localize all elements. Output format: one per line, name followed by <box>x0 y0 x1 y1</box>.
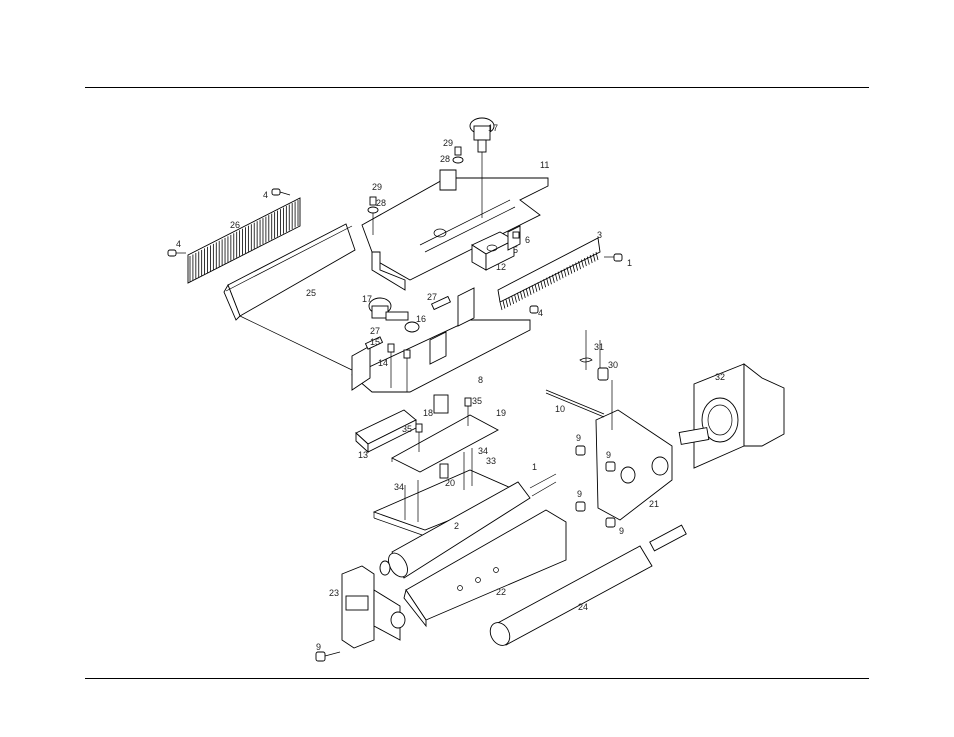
callout-labels: 17 29 28 11 29 28 4 26 4 3 6 5 12 1 25 2… <box>176 123 725 652</box>
part-14-15-fasteners <box>387 343 411 392</box>
part-31-spring <box>579 330 601 380</box>
part-4-screw-right <box>529 305 539 314</box>
part-28-29-fasteners-top <box>367 146 464 235</box>
callout-15: 15 <box>370 337 380 347</box>
part-19-plate <box>391 414 499 473</box>
callout-25: 25 <box>306 288 316 298</box>
part-6-screw <box>512 231 520 239</box>
part-35-screws <box>415 397 472 452</box>
part-26-comb-plate <box>187 197 301 284</box>
callout-4b: 4 <box>176 239 181 249</box>
callout-29: 29 <box>443 138 453 148</box>
callout-17: 17 <box>488 123 498 133</box>
part-13-block <box>355 409 417 454</box>
part-18-block <box>433 394 449 414</box>
callout-35: 35 <box>472 396 482 406</box>
callout-27: 27 <box>427 292 437 302</box>
callout-33: 33 <box>486 456 496 466</box>
callout-8: 8 <box>478 375 483 385</box>
part-12-block <box>471 231 515 271</box>
part-34-standoffs <box>404 448 473 522</box>
part-22-guide <box>403 509 567 628</box>
callout-17b: 17 <box>362 294 372 304</box>
callout-34b: 34 <box>394 482 404 492</box>
part-3-comb-plate-right <box>497 237 601 311</box>
callout-22: 22 <box>496 587 506 597</box>
callout-13: 13 <box>358 450 368 460</box>
part-9-screws-right <box>575 445 616 528</box>
part-8-bracket-plate <box>239 287 531 393</box>
callout-16: 16 <box>416 314 426 324</box>
part-30-screw <box>597 367 613 430</box>
callout-9b: 9 <box>606 450 611 460</box>
callout-4: 4 <box>263 190 268 200</box>
footer-rule <box>85 678 869 679</box>
callout-3: 3 <box>597 230 602 240</box>
part-1-screw-right <box>604 253 623 262</box>
part-20-spacer <box>439 463 449 479</box>
part-17-knob-top <box>469 117 495 218</box>
callout-28: 28 <box>440 154 450 164</box>
callout-19: 19 <box>496 408 506 418</box>
callout-32: 32 <box>715 372 725 382</box>
callout-11: 11 <box>540 160 549 170</box>
callout-5: 5 <box>513 245 518 255</box>
part-17-knob-middle <box>368 297 409 321</box>
callout-14: 14 <box>378 358 388 368</box>
part-11-top-frame <box>361 169 549 291</box>
part-24-roller <box>489 524 687 646</box>
callout-23: 23 <box>329 588 339 598</box>
callout-21: 21 <box>649 499 659 509</box>
callout-6: 6 <box>525 235 530 245</box>
callout-27b: 27 <box>370 326 380 336</box>
callout-12: 12 <box>496 262 506 272</box>
part-32-motor <box>678 363 785 469</box>
header-rule <box>85 87 869 88</box>
callout-4c: 4 <box>538 308 543 318</box>
part-2-roller <box>379 473 557 579</box>
part-25-tray <box>223 223 356 321</box>
callout-35b: 35 <box>402 424 412 434</box>
callout-18: 18 <box>423 408 433 418</box>
callout-1b: 1 <box>532 462 537 472</box>
callout-29b: 29 <box>372 182 382 192</box>
part-9-screw-bottom-left <box>315 651 341 662</box>
part-23-bracket <box>341 565 406 649</box>
callout-9c: 9 <box>577 489 582 499</box>
callout-2: 2 <box>454 521 459 531</box>
callout-26: 26 <box>230 220 240 230</box>
callout-30: 30 <box>608 360 618 370</box>
callout-34: 34 <box>478 446 488 456</box>
part-10-shaft <box>545 389 605 418</box>
part-16-bushing <box>404 321 420 333</box>
part-21-side-bracket <box>595 409 673 521</box>
callout-31: 31 <box>594 342 604 352</box>
callout-20: 20 <box>445 478 455 488</box>
part-4-screw-left <box>167 188 291 257</box>
part-27-pin <box>364 295 452 350</box>
callout-9: 9 <box>576 433 581 443</box>
callout-9e: 9 <box>316 642 321 652</box>
callout-1: 1 <box>627 258 632 268</box>
callout-28b: 28 <box>376 198 386 208</box>
callout-10: 10 <box>555 404 565 414</box>
callout-24: 24 <box>578 602 588 612</box>
callout-9d: 9 <box>619 526 624 536</box>
